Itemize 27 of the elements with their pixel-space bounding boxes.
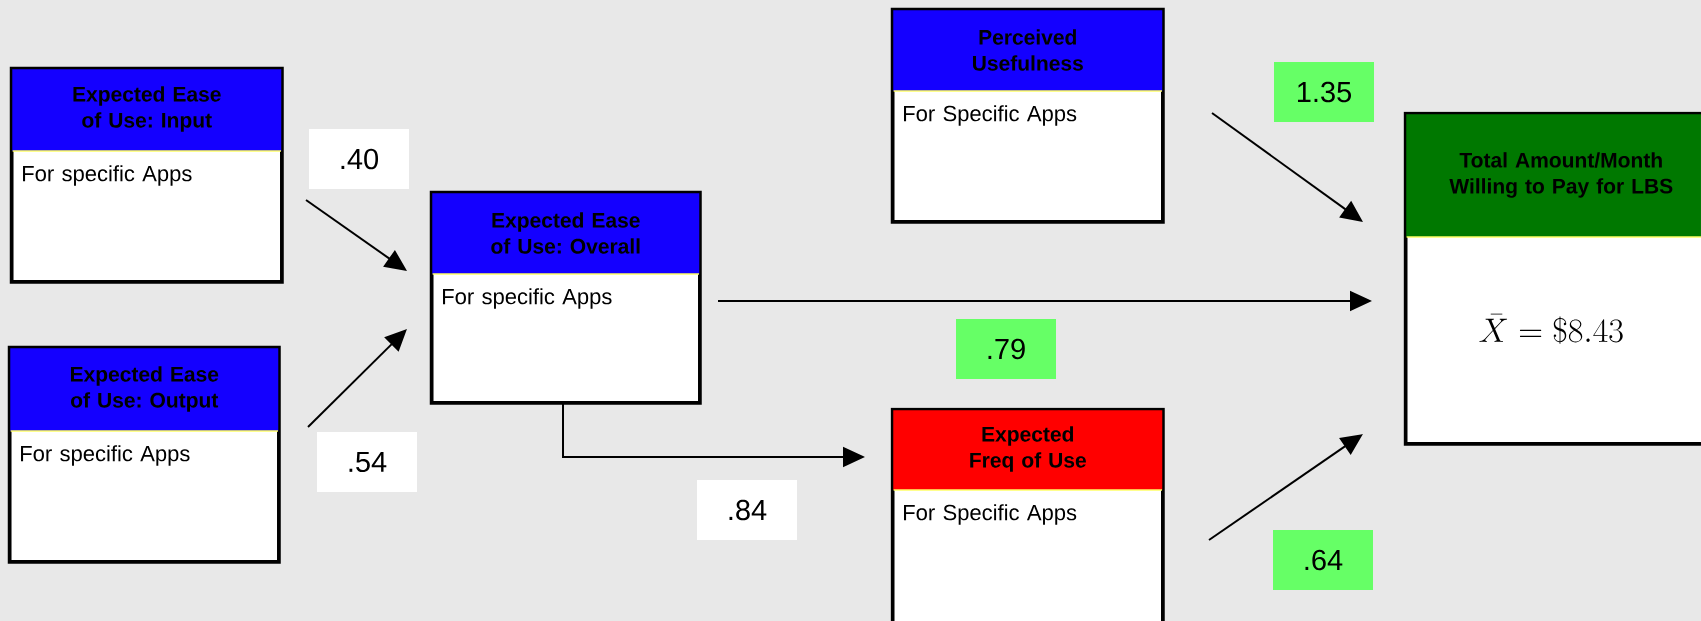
box-text: For specific Apps xyxy=(21,445,190,466)
box-text: For specific Apps xyxy=(443,288,612,309)
box-heading: Expected Ease of Use: Input xyxy=(73,86,221,132)
box-heading: Perceived Usefulness xyxy=(973,29,1083,71)
process-box xyxy=(9,66,284,284)
process-box xyxy=(1403,111,1701,446)
box-text: For Specific Apps xyxy=(904,504,1077,525)
edge-label: .79 xyxy=(956,319,1056,379)
edge-label: .40 xyxy=(309,129,409,189)
process-box xyxy=(890,407,1165,621)
box-heading: Expected Freq of Use xyxy=(970,426,1086,472)
box-text: For Specific Apps xyxy=(904,105,1077,126)
arrow xyxy=(307,329,407,428)
edge-label: 1.35 xyxy=(1274,62,1374,122)
box-heading: Expected Ease of Use: Overall xyxy=(491,212,640,254)
process-box xyxy=(429,190,702,405)
box-text: For specific Apps xyxy=(23,165,192,186)
mean-value: $\bar{X} = \$8.43$ xyxy=(1479,313,1623,344)
edge-label: .64 xyxy=(1273,530,1373,590)
box-heading: Total Amount/Month Willing to Pay for LBS xyxy=(1449,152,1673,198)
box-heading: Expected Ease of Use: Output xyxy=(70,366,219,412)
process-box xyxy=(7,345,281,564)
arrow xyxy=(1211,112,1363,222)
process-box xyxy=(890,7,1165,224)
edge-label: .54 xyxy=(317,432,417,492)
arrow xyxy=(305,199,407,271)
edge-label: .84 xyxy=(697,480,797,540)
